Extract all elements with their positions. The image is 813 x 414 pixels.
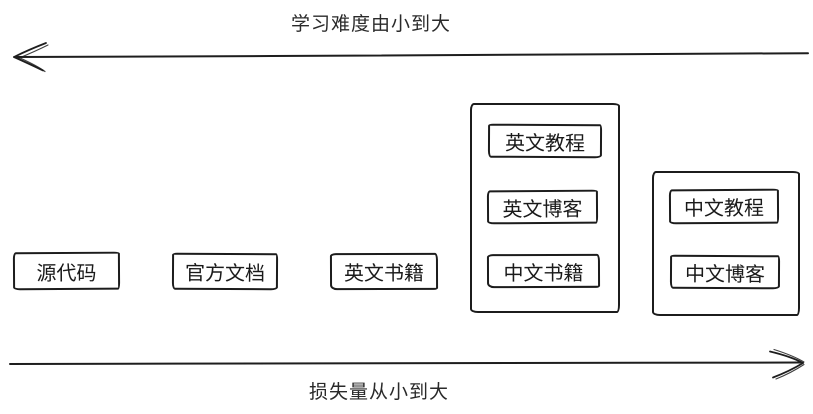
node-source-code: 源代码: [12, 251, 121, 291]
difficulty-axis-label: 学习难度由小到大: [291, 14, 452, 35]
loss-axis-arrow-right: [9, 348, 805, 380]
node-chinese-blogs: 中文博客: [669, 254, 781, 290]
node-official-docs: 官方文档: [171, 252, 279, 291]
node-english-blogs: 英文博客: [486, 189, 599, 225]
difficulty-axis-arrow-left: [13, 42, 809, 73]
group-english-resources: 英文教程 英文博客 中文书籍: [470, 103, 620, 313]
node-chinese-books: 中文书籍: [486, 253, 601, 289]
node-chinese-tutorials: 中文教程: [668, 188, 780, 225]
node-english-books: 英文书籍: [329, 252, 439, 291]
node-english-tutorials: 英文教程: [487, 123, 603, 159]
group-chinese-resources: 中文教程 中文博客: [652, 171, 800, 316]
loss-axis-label: 损失量从小到大: [309, 382, 450, 403]
